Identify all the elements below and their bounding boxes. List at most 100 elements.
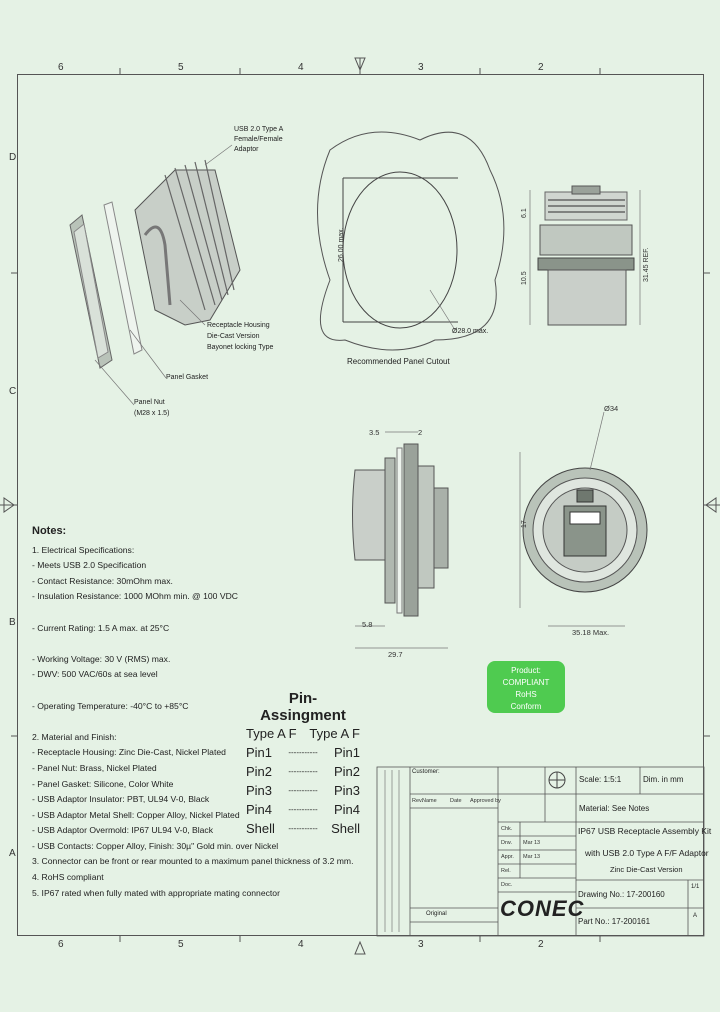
note-line: 1. Electrical Specifications:: [32, 544, 135, 555]
zone-top-6: 6: [58, 62, 64, 73]
tb-approved-col: Approved by: [470, 798, 501, 804]
note-line: - Contact Resistance: 30mOhm max.: [32, 575, 173, 586]
callout-adaptor-line3: Adaptor: [234, 146, 259, 153]
note-line: - Meets USB 2.0 Specification: [32, 560, 147, 571]
pin-right: Pin3: [333, 783, 360, 798]
tb-row-chk: Chk.: [501, 826, 513, 832]
tb-title-2: with USB 2.0 Type A F/F Adaptor: [585, 848, 709, 858]
pin-right: Pin2: [333, 764, 360, 779]
pin-left: Pin3: [246, 783, 273, 798]
callout-housing-line1: Receptacle Housing: [207, 322, 270, 329]
note-line: - USB Adaptor Metal Shell: Copper Alloy,…: [32, 809, 240, 820]
pin-sep: -----------: [288, 748, 318, 757]
pin-sep: -----------: [288, 767, 318, 776]
cutout-caption: Recommended Panel Cutout: [347, 357, 450, 366]
callout-housing-line3: Bayonet locking Type: [207, 344, 274, 351]
zone-bottom-2: 2: [538, 939, 544, 950]
note-line: [32, 636, 372, 652]
tb-row-rel: Rel.: [501, 868, 511, 874]
dim-17: 17: [521, 520, 528, 528]
tb-customer: Customer:: [412, 769, 440, 775]
callout-adaptor: USB 2.0 Type A Female/Female Adaptor: [234, 125, 283, 155]
pin-left: Pin4: [246, 802, 273, 817]
tb-rev: A: [693, 913, 698, 919]
dim-3-5: 3.5: [369, 428, 380, 437]
pin-row: Pin1 ----------- Pin1: [246, 743, 360, 762]
pin-header-row: Type A F Type A F: [246, 724, 360, 743]
note-line: - Insulation Resistance: 1000 MOhm min. …: [32, 591, 238, 602]
dim-5-8: 5.8: [362, 620, 373, 629]
tb-date-appr: Mar 13: [523, 854, 541, 860]
zone-top-4: 4: [298, 62, 304, 73]
tb-name-col: Name: [422, 798, 437, 804]
zone-top-3: 3: [418, 62, 424, 73]
pin-assignment-title: Pin-Assingment: [260, 690, 346, 724]
pin-row: Shell ----------- Shell: [246, 819, 360, 838]
conec-logo: CONEC: [500, 896, 585, 921]
cutout-height: 26.00 max.: [338, 227, 345, 262]
dim-31-45: 31.45 REF.: [643, 247, 650, 282]
note-line: - USB Contacts: Copper Alloy, Finish: 30…: [32, 840, 279, 851]
pin-sep: -----------: [288, 824, 318, 833]
tb-date-drw: Mar 13: [523, 840, 541, 846]
zone-left-A: A: [9, 848, 16, 859]
rohs-badge: Product: COMPLIANT RoHS Conform: [487, 661, 565, 713]
drawing-frame: [17, 74, 704, 936]
zone-left-C: C: [9, 386, 17, 397]
tb-dim-unit: Dim. in mm: [643, 775, 684, 784]
note-line: 5. IP67 rated when fully mated with appr…: [32, 887, 280, 898]
pin-sep: -----------: [288, 786, 318, 795]
pin-right: Pin4: [333, 802, 360, 817]
tb-rev-col: Rev.: [412, 798, 423, 804]
pin-row: Pin4-----------Pin4: [246, 800, 360, 819]
notes-block: Notes: 1. Electrical Specifications: - M…: [32, 524, 372, 901]
tb-sheet: 1/1: [691, 884, 700, 890]
callout-adaptor-line1: USB 2.0 Type A: [234, 126, 284, 133]
tb-title-3: Zinc Die-Cast Version: [610, 865, 683, 874]
tb-scale: Scale: 1:5:1: [579, 775, 622, 784]
note-line: - Panel Nut: Brass, Nickel Plated: [32, 762, 157, 773]
dim-10-5: 10.5: [521, 271, 528, 285]
note-line: 3. Connector can be front or rear mounte…: [32, 856, 354, 867]
callout-nut-line2: (M28 x 1.5): [134, 410, 170, 417]
pin-right: Pin1: [333, 745, 360, 760]
tb-original: Original: [426, 911, 447, 917]
note-line: - DWV: 500 VAC/60s at sea level: [32, 669, 158, 680]
note-line: - Working Voltage: 30 V (RMS) max.: [32, 653, 171, 664]
note-line: 4. RoHS compliant: [32, 872, 104, 883]
notes-heading: Notes:: [32, 525, 67, 537]
pin-left: Pin1: [246, 745, 273, 760]
tb-material: Material: See Notes: [579, 804, 650, 813]
tb-part-no: Part No.: 17-200161: [578, 917, 651, 926]
pin-col-left: Type A F: [246, 726, 297, 741]
note-line: - Panel Gasket: Silicone, Color White: [32, 778, 174, 789]
dim-6-1: 6.1: [521, 208, 528, 218]
dim-29-7: 29.7: [388, 650, 403, 659]
tb-row-appr: Appr.: [501, 854, 514, 860]
rohs-badge-line3: Conform: [510, 702, 542, 711]
zone-bottom-5: 5: [178, 939, 184, 950]
pin-row: Pin3 ----------- Pin3: [246, 781, 360, 800]
note-line: - Operating Temperature: -40°C to +85°C: [32, 700, 189, 711]
note-line: 2. Material and Finish:: [32, 731, 117, 742]
zone-top-5: 5: [178, 62, 184, 73]
pin-left: Shell: [246, 821, 275, 836]
zone-bottom-4: 4: [298, 939, 304, 950]
rohs-badge-line2: RoHS: [515, 690, 537, 699]
callout-nut: Panel Nut (M28 x 1.5): [134, 397, 169, 419]
pin-right: Shell: [331, 821, 360, 836]
callout-nut-line1: Panel Nut: [134, 399, 165, 406]
callout-housing-line2: Die-Cast Version: [207, 333, 260, 340]
note-line: - USB Adaptor Overmold: IP67 UL94 V-0, B…: [32, 825, 214, 836]
rohs-badge-line1: Product: COMPLIANT: [502, 666, 550, 687]
zone-left-B: B: [9, 617, 16, 628]
note-line: [32, 605, 372, 621]
dim-35-18: 35.18 Max.: [572, 628, 610, 637]
zone-bottom-3: 3: [418, 939, 424, 950]
tb-drawing-no: Drawing No.: 17-200160: [578, 890, 665, 899]
zone-left-D: D: [9, 152, 17, 163]
dim-2: 2: [418, 428, 423, 437]
zone-bottom-6: 6: [58, 939, 64, 950]
pin-col-right: Type A F: [309, 726, 360, 741]
